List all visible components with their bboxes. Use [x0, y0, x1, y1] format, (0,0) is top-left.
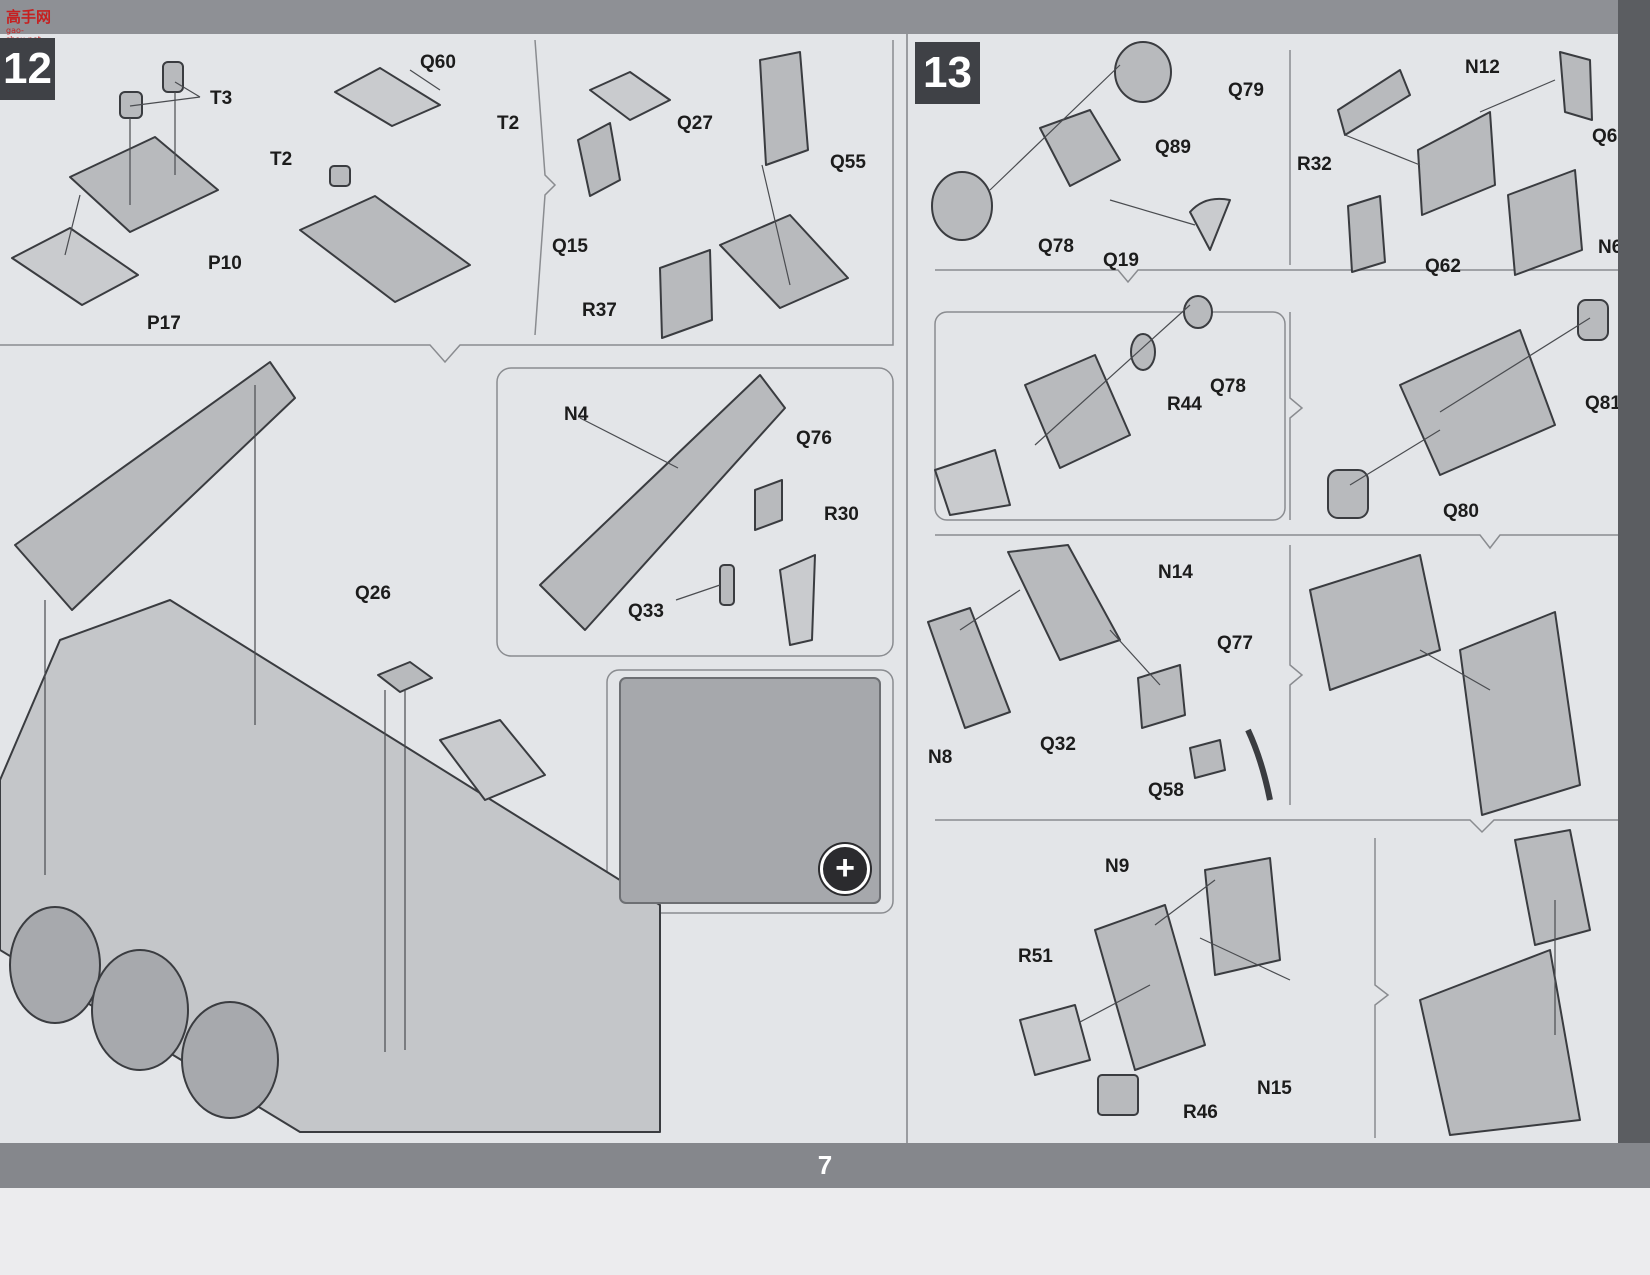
- label-q62: Q62: [1425, 256, 1461, 277]
- part-transmission-a: [1024, 354, 1131, 469]
- part-q89: [1039, 109, 1121, 187]
- label-r46: R46: [1183, 1102, 1218, 1123]
- label-t3: T3: [210, 88, 233, 109]
- label-n4: N4: [564, 404, 589, 425]
- part-p10: [69, 136, 219, 233]
- label-q15: Q15: [552, 236, 588, 257]
- road-wheel-1: [9, 906, 101, 1024]
- part-q81: [1577, 299, 1609, 341]
- part-r44: [1130, 333, 1156, 371]
- part-engine-c: [1309, 554, 1441, 691]
- label-r44: R44: [1167, 394, 1202, 415]
- top-bar: [0, 0, 1650, 34]
- part-q76: [754, 479, 783, 531]
- part-n14: [1007, 544, 1121, 661]
- part-top-unit: [1514, 829, 1591, 946]
- part-final-assembly: [1419, 949, 1581, 1136]
- label-r51: R51: [1018, 946, 1053, 967]
- detail-n4-panel: [539, 374, 786, 631]
- part-n12: [1417, 111, 1496, 216]
- part-q62: [1347, 195, 1386, 273]
- page-number: 7: [817, 1150, 833, 1180]
- label-r30: R30: [824, 504, 859, 525]
- label-q19: Q19: [1103, 250, 1139, 271]
- label-q78-mid: Q78: [1210, 376, 1246, 397]
- part-engine-a: [934, 449, 1011, 516]
- label-n12: N12: [1465, 57, 1500, 78]
- step-number-13: 13: [915, 42, 980, 104]
- label-q89: Q89: [1155, 137, 1191, 158]
- part-q32: [1137, 664, 1186, 729]
- page-edge: [1618, 0, 1650, 1188]
- part-q63: [1559, 51, 1593, 121]
- assembly-illustrations: [0, 39, 1618, 1138]
- part-r51: [1019, 1004, 1091, 1076]
- label-t2-right: T2: [497, 113, 520, 134]
- part-r37: [659, 249, 713, 339]
- label-q78-top: Q78: [1038, 236, 1074, 257]
- part-q77: [1245, 728, 1273, 801]
- road-wheel-2: [91, 949, 189, 1071]
- bottom-bar: [0, 1143, 1650, 1188]
- label-q76: Q76: [796, 428, 832, 449]
- road-wheel-3: [181, 1001, 279, 1119]
- label-q60: Q60: [420, 52, 456, 73]
- label-q81: Q81: [1585, 393, 1621, 414]
- part-q80: [1327, 469, 1369, 519]
- zoom-inset-image: [619, 677, 881, 904]
- label-n9: N9: [1105, 856, 1130, 877]
- hull-floor: [0, 599, 661, 1133]
- page-margin: [0, 1188, 1650, 1275]
- label-p17: P17: [147, 313, 181, 334]
- label-n8: N8: [928, 747, 953, 768]
- label-p10: P10: [208, 253, 242, 274]
- part-q78a: [931, 171, 993, 241]
- part-n8: [927, 607, 1011, 729]
- part-q79: [1114, 41, 1172, 103]
- part-q26: [377, 661, 433, 693]
- label-q55: Q55: [830, 152, 866, 173]
- label-q27: Q27: [677, 113, 713, 134]
- step-divider: [906, 34, 908, 1143]
- part-r30: [779, 554, 816, 646]
- part-seat-base: [299, 195, 471, 303]
- part-t2: [329, 165, 351, 187]
- part-q55-seat: [759, 51, 809, 166]
- label-q33: Q33: [628, 601, 664, 622]
- label-n14: N14: [1158, 562, 1193, 583]
- magnify-plus-icon: +: [820, 844, 870, 894]
- label-q26: Q26: [355, 583, 391, 604]
- part-p17: [11, 227, 139, 306]
- part-engine-d: [1459, 611, 1581, 816]
- part-q27: [589, 71, 671, 121]
- part-q78b: [1183, 295, 1213, 329]
- label-q77: Q77: [1217, 633, 1253, 654]
- label-r37: R37: [582, 300, 617, 321]
- label-q80: Q80: [1443, 501, 1479, 522]
- part-r46: [1097, 1074, 1139, 1116]
- part-n6: [1507, 169, 1583, 276]
- step-number-12: 12: [0, 38, 55, 100]
- label-r32: R32: [1297, 154, 1332, 175]
- part-q19: [1189, 197, 1231, 251]
- label-t2-left: T2: [270, 149, 293, 170]
- label-q79: Q79: [1228, 80, 1264, 101]
- part-q60: [334, 67, 441, 127]
- watermark-text: 高手网: [6, 8, 52, 26]
- installed-seat: [439, 719, 546, 801]
- part-n15-block: [1094, 904, 1206, 1071]
- label-n15: N15: [1257, 1078, 1292, 1099]
- label-q32: Q32: [1040, 734, 1076, 755]
- part-q58: [1189, 739, 1226, 779]
- part-t3b: [162, 61, 184, 93]
- part-r32: [1337, 69, 1411, 136]
- hull-side-panel: [14, 361, 296, 611]
- part-q15: [577, 122, 621, 197]
- label-q58: Q58: [1148, 780, 1184, 801]
- part-engine-b: [1399, 329, 1556, 476]
- part-q33: [719, 564, 735, 606]
- label-n6: N6: [1598, 237, 1623, 258]
- part-n9: [1204, 857, 1281, 976]
